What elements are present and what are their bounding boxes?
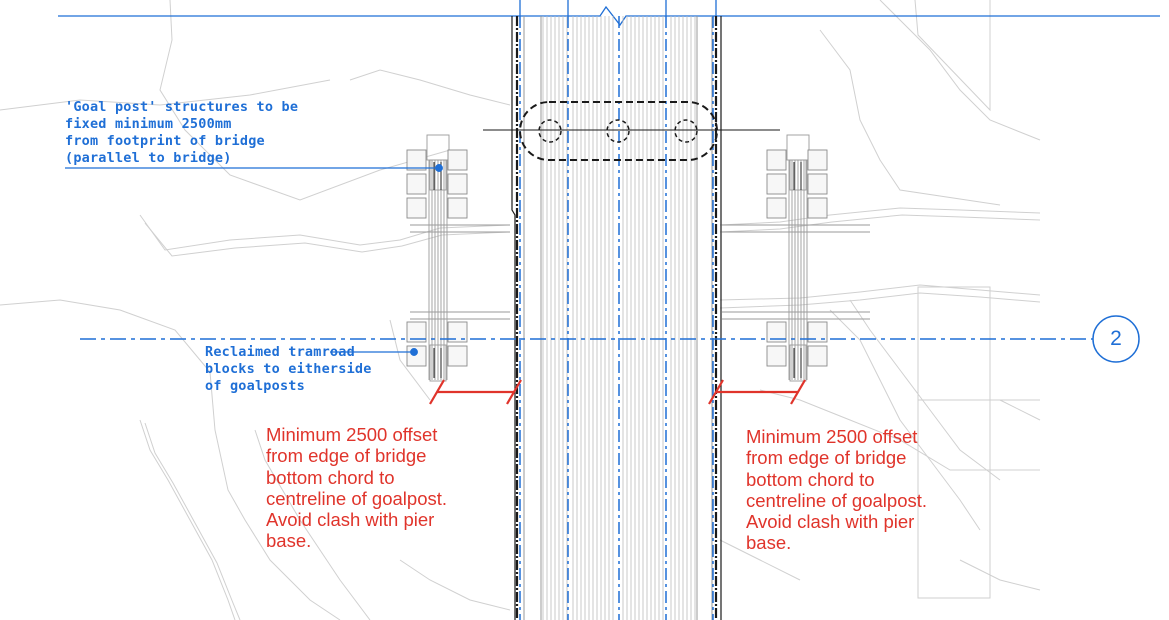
offset-dimension-left (429, 379, 522, 405)
goal-post-annotation: 'Goal post' structures to be fixed minim… (65, 99, 299, 166)
terrain-linework (0, 0, 1041, 620)
grid-bubble-2 (1092, 315, 1140, 363)
tramroad-blocks-right (766, 149, 828, 367)
tramroad-blocks-annotation: Reclaimed tramroad blocks to eitherside … (205, 344, 372, 394)
grid-reference-label: 2 (1110, 327, 1122, 350)
tramroad-blocks-left (406, 149, 468, 367)
goalpost-right (722, 134, 870, 382)
offset-dimension-right (708, 379, 806, 405)
offset-note-right: Minimum 2500 offset from edge of bridge … (746, 426, 928, 554)
grid-line-2 (80, 315, 1140, 363)
bridge-deck (511, 16, 722, 620)
building-outline-right (917, 286, 1040, 599)
pier-base (483, 101, 780, 161)
leader-lines (65, 164, 443, 356)
offset-note-left: Minimum 2500 offset from edge of bridge … (266, 424, 448, 552)
goalpost-left (406, 134, 510, 382)
